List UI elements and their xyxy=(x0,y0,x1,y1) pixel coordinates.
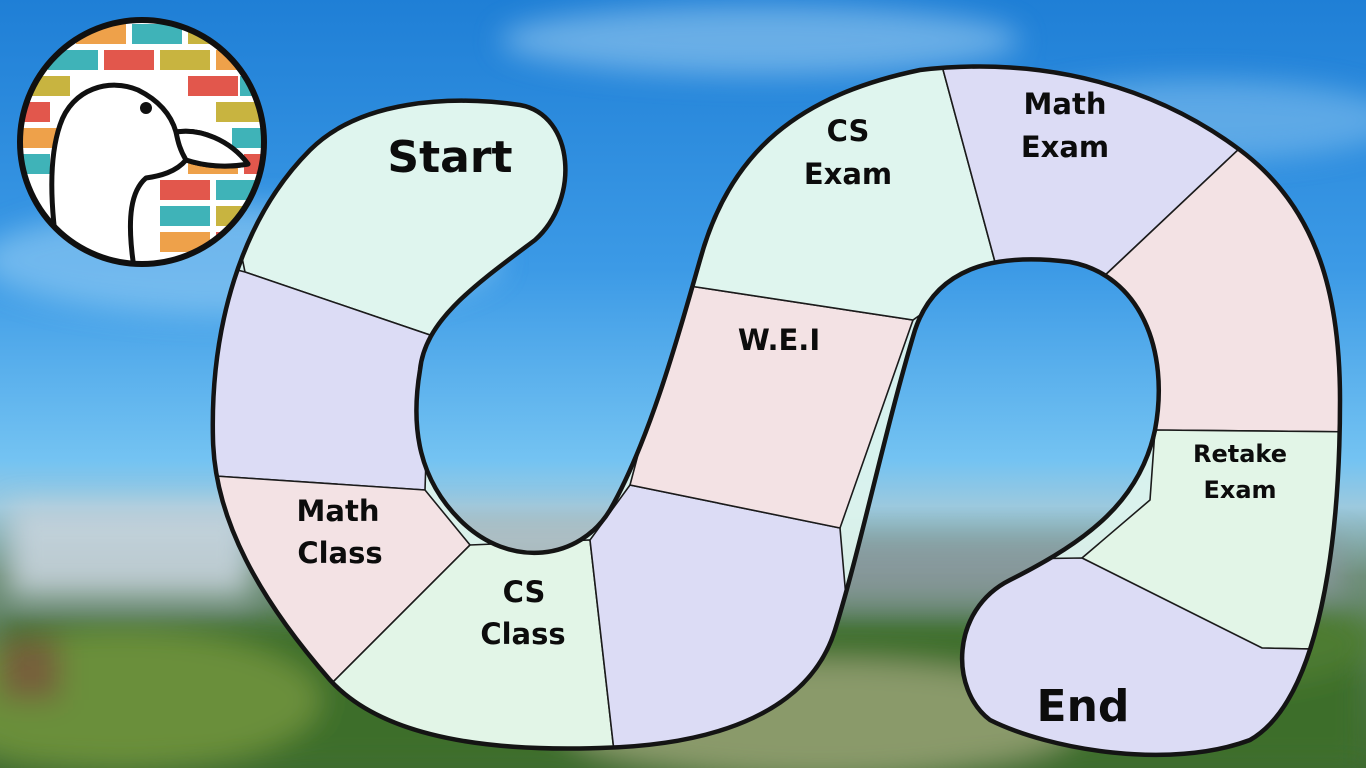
label-start: Start xyxy=(387,132,512,183)
label-math-exam-1: Math xyxy=(1024,87,1107,121)
label-end: End xyxy=(1037,681,1130,732)
label-retake-exam-1: Retake xyxy=(1193,440,1287,468)
label-wei: W.E.I xyxy=(738,323,820,357)
label-math-exam-2: Exam xyxy=(1021,130,1109,164)
label-cs-class-1: CS xyxy=(503,575,546,609)
label-math-class-1: Math xyxy=(297,494,380,528)
space-labels: Start Math Class CS Class W.E.I CS Exam … xyxy=(297,87,1287,732)
label-math-class-2: Class xyxy=(297,536,382,570)
label-cs-exam-2: Exam xyxy=(804,157,892,191)
label-retake-exam-2: Exam xyxy=(1203,476,1276,504)
label-cs-class-2: Class xyxy=(480,617,565,651)
label-cs-exam-1: CS xyxy=(827,114,870,148)
